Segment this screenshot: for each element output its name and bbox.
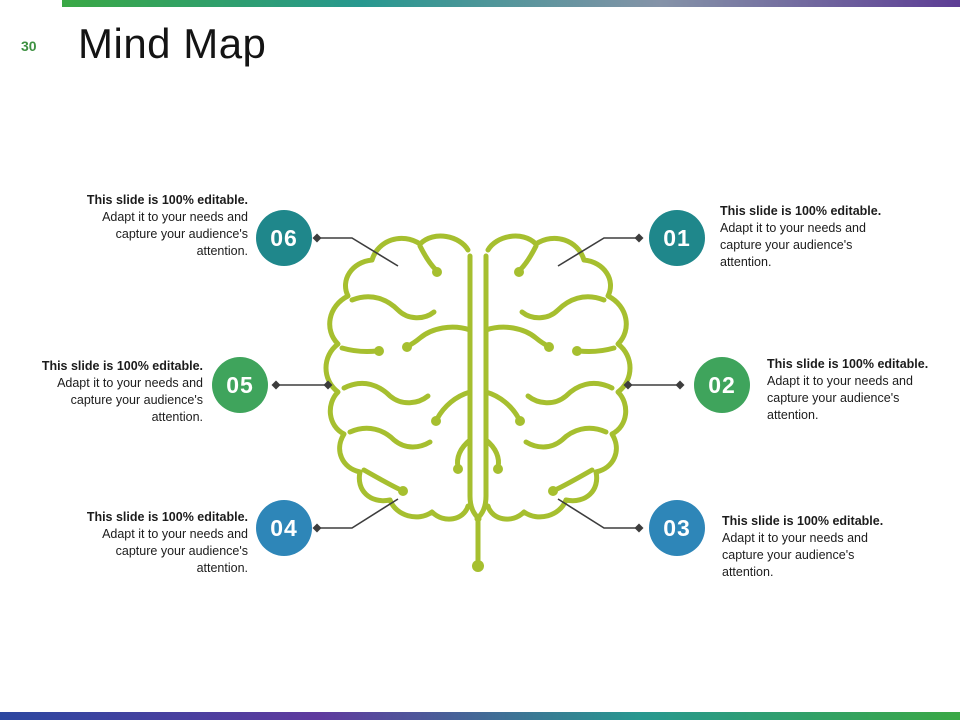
page-title: Mind Map (78, 20, 267, 67)
diamond-marker-icon (623, 380, 633, 390)
node-05-description-bold: This slide is 100% editable. (41, 359, 203, 373)
node-05-label: 05 (226, 371, 254, 398)
node-03-description-rest: Adapt it to your needs and capture your … (722, 530, 868, 579)
node-04-description: This slide is 100% editable. Adapt it to… (70, 509, 248, 577)
node-05-description-rest: Adapt it to your needs and capture your … (57, 375, 203, 424)
node-06-description: This slide is 100% editable. Adapt it to… (70, 192, 248, 260)
node-04-circle: 04 (256, 500, 312, 556)
node-04-description-rest: Adapt it to your needs and capture your … (102, 526, 248, 575)
node-06-circle: 06 (256, 210, 312, 266)
diamond-marker-icon (675, 380, 685, 390)
node-04-label: 04 (270, 514, 298, 541)
node-01-description-rest: Adapt it to your needs and capture your … (720, 220, 866, 269)
node-02-description: This slide is 100% editable. Adapt it to… (767, 356, 939, 424)
node-02-description-rest: Adapt it to your needs and capture your … (767, 373, 913, 422)
connector-03 (557, 498, 644, 533)
connector-05 (271, 380, 333, 390)
diamond-marker-icon (634, 233, 644, 243)
bottom-gradient-bar (0, 712, 960, 720)
brain-right-half (477, 236, 630, 519)
node-01-description: This slide is 100% editable. Adapt it to… (720, 203, 892, 271)
connector-06 (312, 233, 399, 267)
slide-number: 30 (21, 38, 37, 54)
diamond-marker-icon (634, 523, 644, 533)
top-gradient-bar (62, 0, 960, 7)
node-03-description-bold: This slide is 100% editable. (722, 514, 884, 528)
node-02-description-bold: This slide is 100% editable. (767, 357, 929, 371)
node-03-label: 03 (663, 514, 691, 541)
node-02-label: 02 (708, 371, 736, 398)
node-02-circle: 02 (694, 357, 750, 413)
brain-icon (323, 233, 482, 522)
connector-01 (557, 233, 644, 267)
node-05-circle: 05 (212, 357, 268, 413)
node-04-description-bold: This slide is 100% editable. (86, 510, 248, 524)
node-01-circle: 01 (649, 210, 705, 266)
node-06-description-rest: Adapt it to your needs and capture your … (102, 209, 248, 258)
brain-stem-dot (472, 560, 484, 572)
node-05-description: This slide is 100% editable. Adapt it to… (25, 358, 203, 426)
diamond-marker-icon (271, 380, 281, 390)
node-03-circle: 03 (649, 500, 705, 556)
connector-04 (312, 498, 399, 533)
diamond-marker-icon (323, 380, 333, 390)
node-03-description: This slide is 100% editable. Adapt it to… (722, 513, 894, 581)
connector-02 (623, 380, 685, 390)
node-01-description-bold: This slide is 100% editable. (720, 204, 882, 218)
node-01-label: 01 (663, 224, 691, 251)
diamond-marker-icon (312, 523, 322, 533)
node-06-label: 06 (270, 224, 298, 251)
diamond-marker-icon (312, 233, 322, 243)
node-06-description-bold: This slide is 100% editable. (86, 193, 248, 207)
